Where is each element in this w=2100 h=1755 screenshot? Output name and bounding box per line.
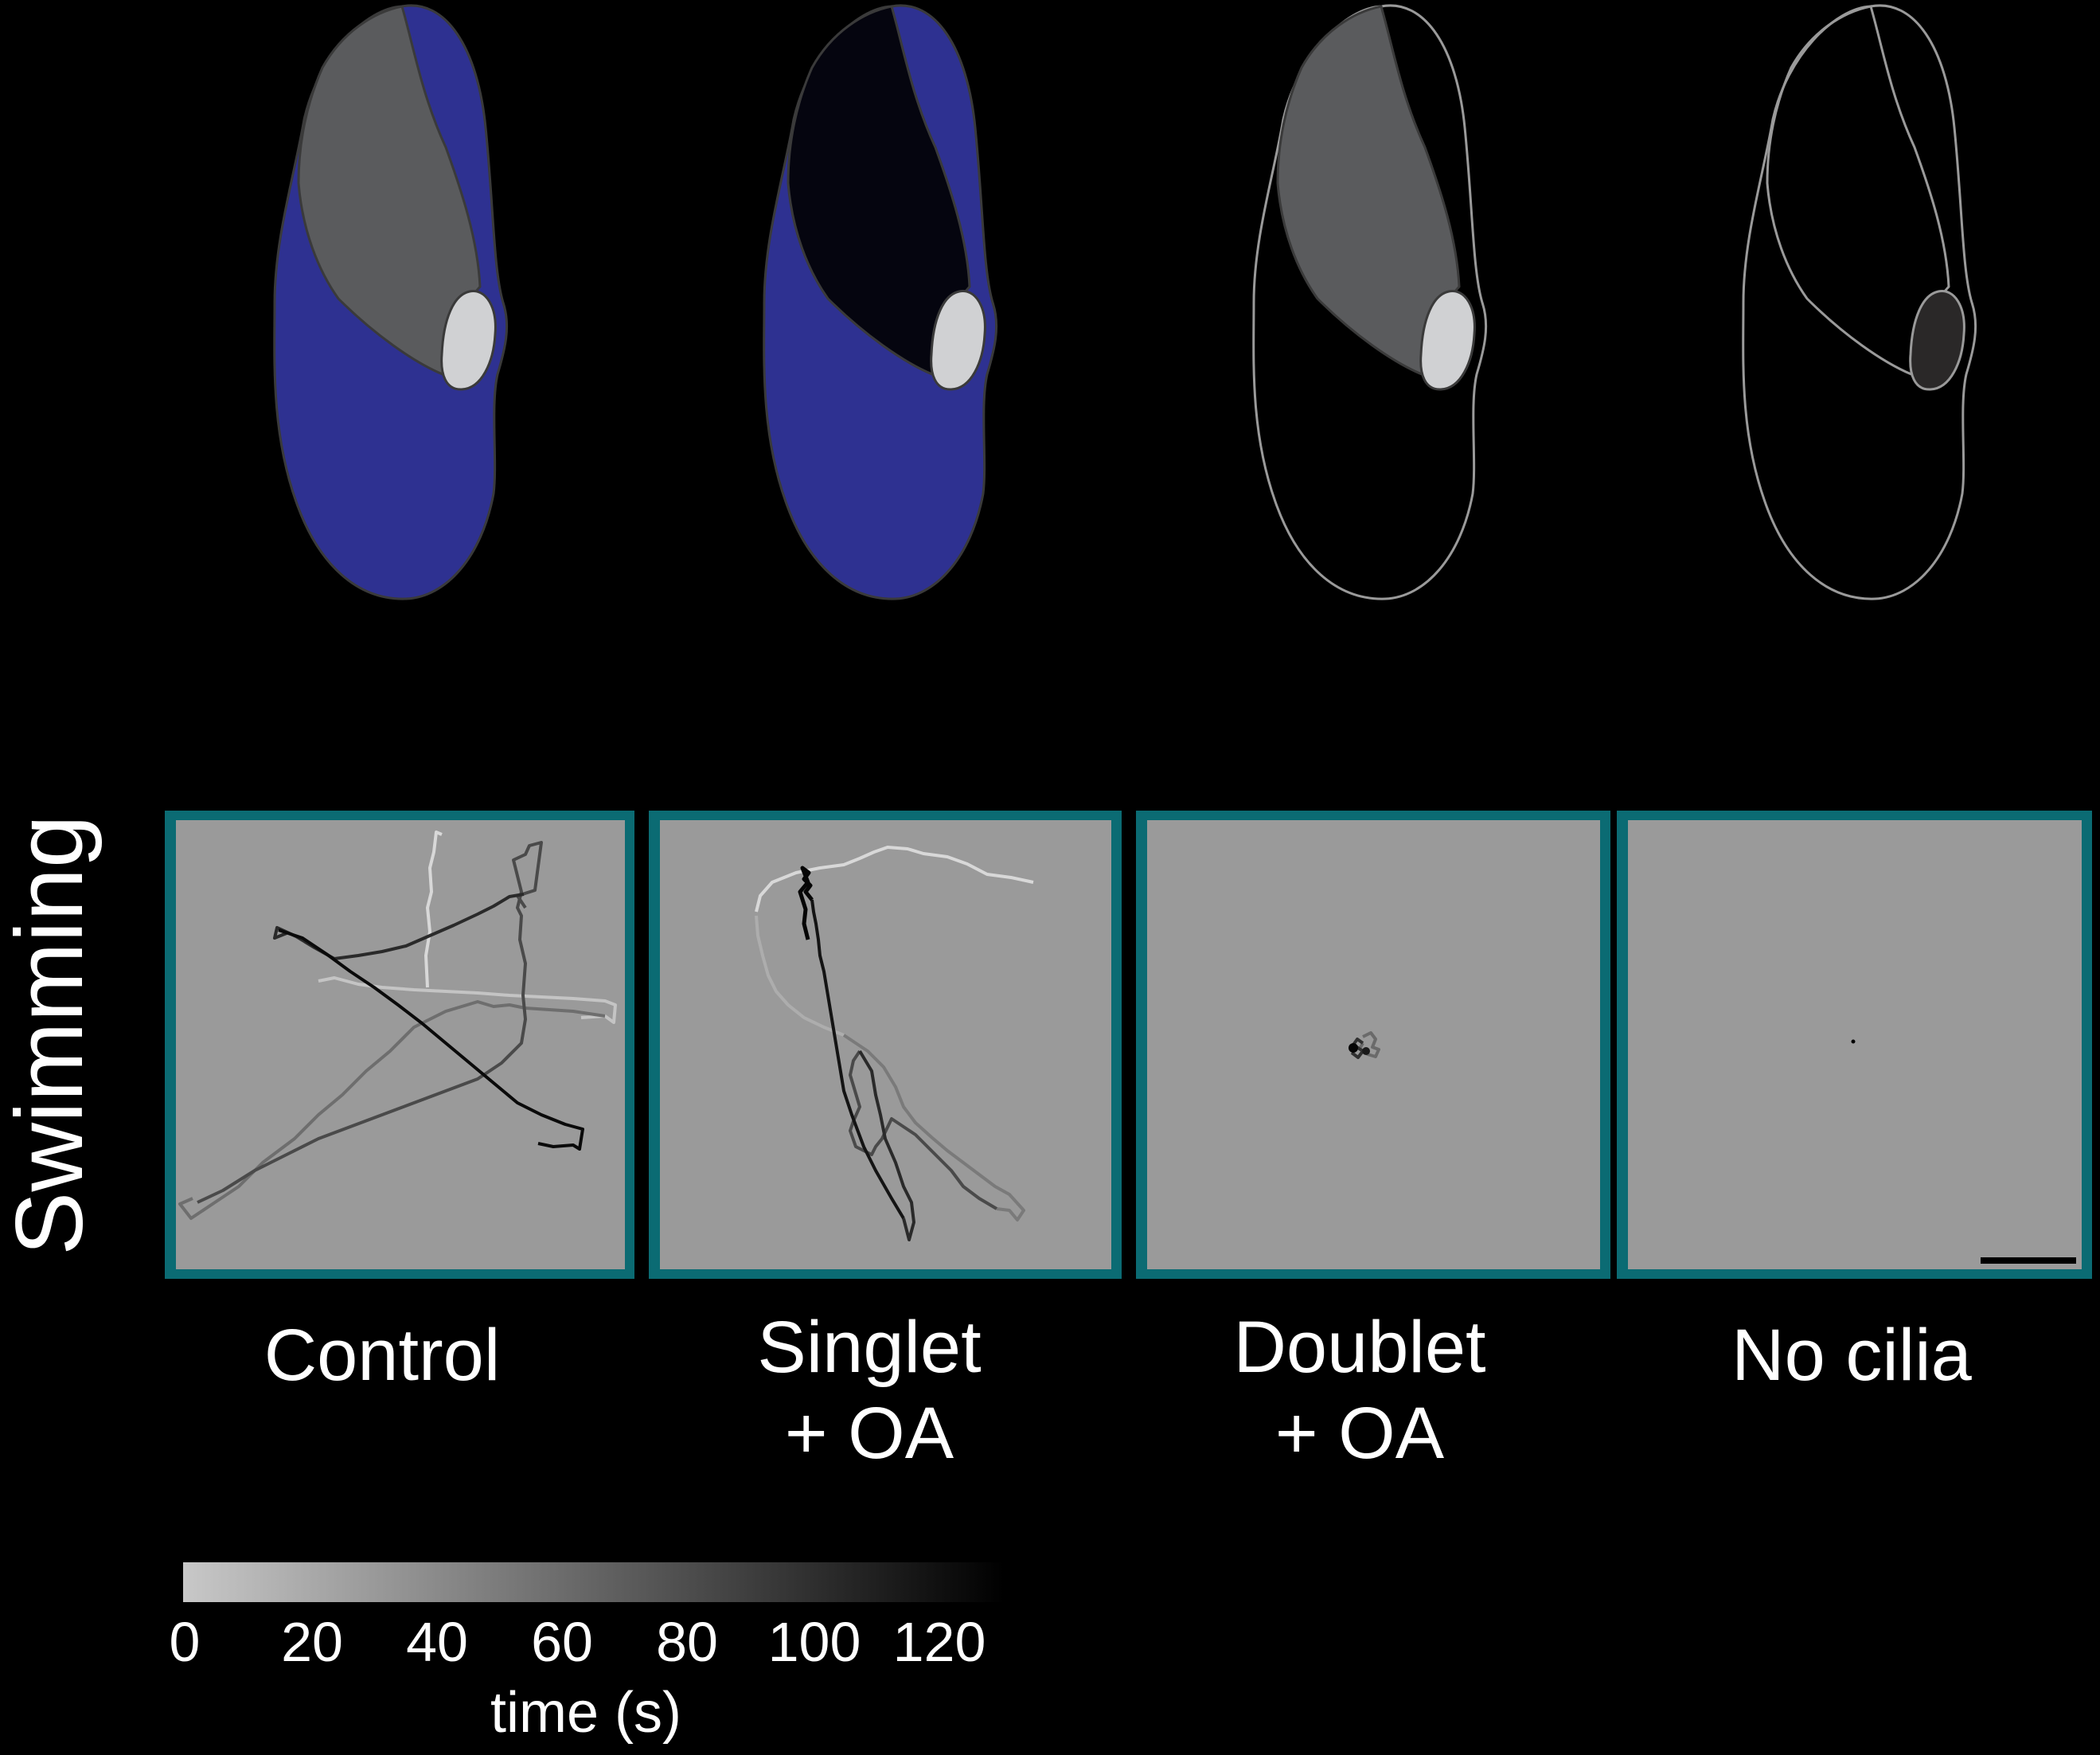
trajectory-segment bbox=[278, 928, 584, 1151]
nucleus bbox=[1909, 290, 1965, 391]
nucleus bbox=[1419, 290, 1476, 391]
ciliary-band bbox=[787, 5, 971, 377]
colorbar-tick: 40 bbox=[406, 1611, 468, 1673]
trajectory-segment bbox=[849, 1049, 998, 1210]
nucleus bbox=[440, 290, 497, 391]
ciliary-band bbox=[297, 5, 482, 377]
trajectory-segment bbox=[798, 866, 814, 940]
trajectory-dot bbox=[1851, 1039, 1856, 1044]
trajectory-panel-control bbox=[165, 811, 634, 1279]
colorbar-tick: 120 bbox=[892, 1611, 986, 1673]
ciliary-band bbox=[1276, 5, 1461, 377]
cell-body bbox=[1252, 4, 1488, 600]
scale-bar bbox=[1981, 1257, 2076, 1264]
panel-background bbox=[660, 820, 1111, 1269]
trajectory-segment bbox=[842, 1034, 1025, 1221]
row-label-swimming: Swimming bbox=[0, 815, 103, 1256]
trajectory-panel-doublet-oa bbox=[1136, 811, 1610, 1279]
panel-background bbox=[1628, 820, 2082, 1269]
ciliary-band bbox=[1766, 5, 1950, 377]
cell-illustration-doublet-oa bbox=[1252, 4, 1488, 600]
cell-body bbox=[1742, 4, 1977, 600]
trajectory-segment bbox=[810, 899, 905, 1220]
colorbar-tick: 20 bbox=[281, 1611, 343, 1673]
trajectory-panel-singlet-oa bbox=[649, 811, 1122, 1279]
trajectory-segment bbox=[755, 846, 1034, 913]
trajectory-panel-no-cilia bbox=[1617, 811, 2092, 1279]
swimming-panels bbox=[165, 811, 2092, 1279]
condition-label-singlet-oa: Singlet + OA bbox=[757, 1307, 982, 1474]
cell-illustration-no-cilia bbox=[1742, 4, 1977, 600]
trajectory-cluster bbox=[1349, 1043, 1358, 1053]
nucleus bbox=[930, 290, 986, 391]
cell-illustration-control bbox=[273, 4, 509, 600]
trajectory-segment bbox=[858, 1049, 915, 1241]
time-colorbar bbox=[183, 1562, 1005, 1602]
trajectory-segment bbox=[424, 831, 443, 988]
cell-illustrations bbox=[273, 4, 1977, 600]
condition-label-no-cilia: No cilia bbox=[1731, 1315, 1972, 1396]
colorbar-axis-label: time (s) bbox=[490, 1681, 681, 1745]
trajectory-segment bbox=[755, 915, 845, 1037]
colorbar-tick: 0 bbox=[169, 1611, 201, 1673]
panel-background bbox=[176, 820, 625, 1269]
trajectory-segment bbox=[197, 841, 543, 1204]
cell-illustration-singlet-oa bbox=[763, 4, 998, 600]
colorbar-tick: 60 bbox=[531, 1611, 593, 1673]
condition-label-doublet-oa: Doublet + OA bbox=[1233, 1307, 1486, 1474]
trajectory-cluster bbox=[1362, 1047, 1370, 1055]
trajectory-segment bbox=[318, 976, 617, 1024]
colorbar-tick: 100 bbox=[767, 1611, 861, 1673]
condition-label-control: Control bbox=[263, 1315, 501, 1396]
colorbar-tick: 80 bbox=[656, 1611, 718, 1673]
